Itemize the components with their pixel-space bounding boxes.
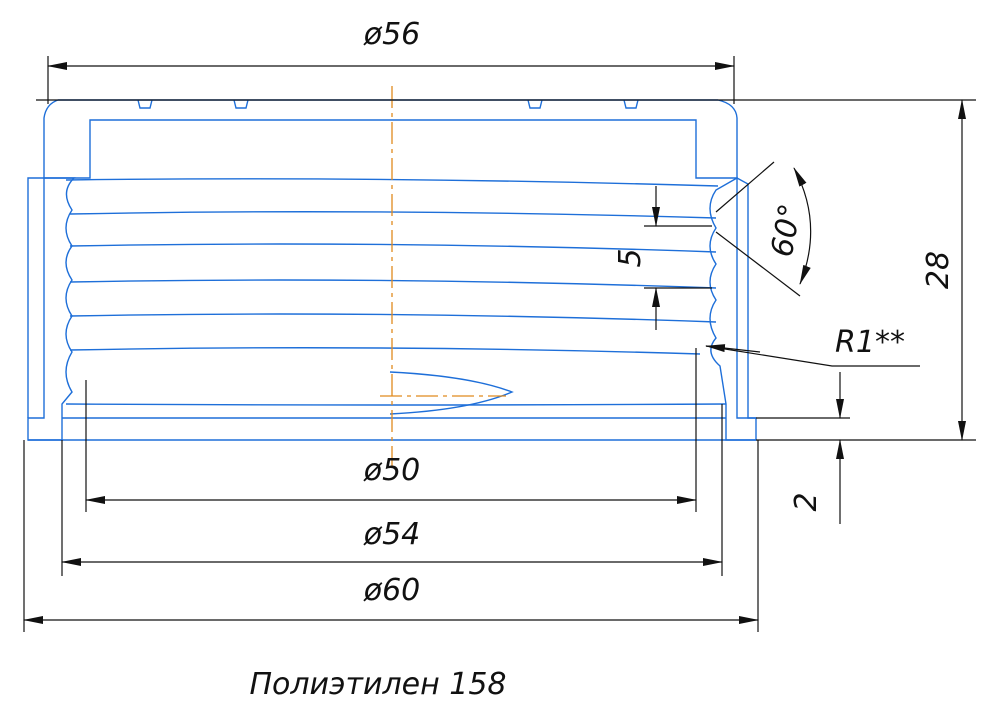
- dim-text-outer: ø54: [363, 517, 421, 552]
- dim-text-radius: R1**: [835, 325, 905, 360]
- thread-lines: [65, 178, 727, 415]
- dim-base-diameter: ø60: [23, 440, 759, 632]
- dim-thread-outer-diameter: ø54: [61, 404, 723, 576]
- dim-text-angle: 60°: [765, 201, 809, 259]
- dim-root-radius: R1**: [705, 325, 920, 367]
- dim-text-outer-top: ø56: [363, 17, 421, 52]
- left-wall-hatch: [27, 177, 76, 441]
- top-notches: [137, 99, 639, 109]
- dim-text-base: ø60: [363, 573, 421, 608]
- dim-text-lip: 2: [789, 492, 824, 511]
- dim-bottom-lip: 2: [756, 372, 850, 524]
- dim-text-inner: ø50: [363, 453, 421, 488]
- top-wall-hatch: [43, 99, 738, 179]
- dim-thread-pitch: 5: [613, 186, 712, 330]
- outer-skirt: [27, 177, 756, 419]
- material-note: Полиэтилен 158: [249, 667, 506, 702]
- dim-outer-top-diameter: ø56: [47, 17, 735, 104]
- dim-height: 28: [756, 99, 976, 441]
- dim-text-height: 28: [921, 251, 956, 289]
- dim-text-pitch: 5: [613, 248, 648, 267]
- dim-thread-inner-diameter: ø50: [85, 348, 697, 512]
- right-wall-hatch: [709, 176, 757, 441]
